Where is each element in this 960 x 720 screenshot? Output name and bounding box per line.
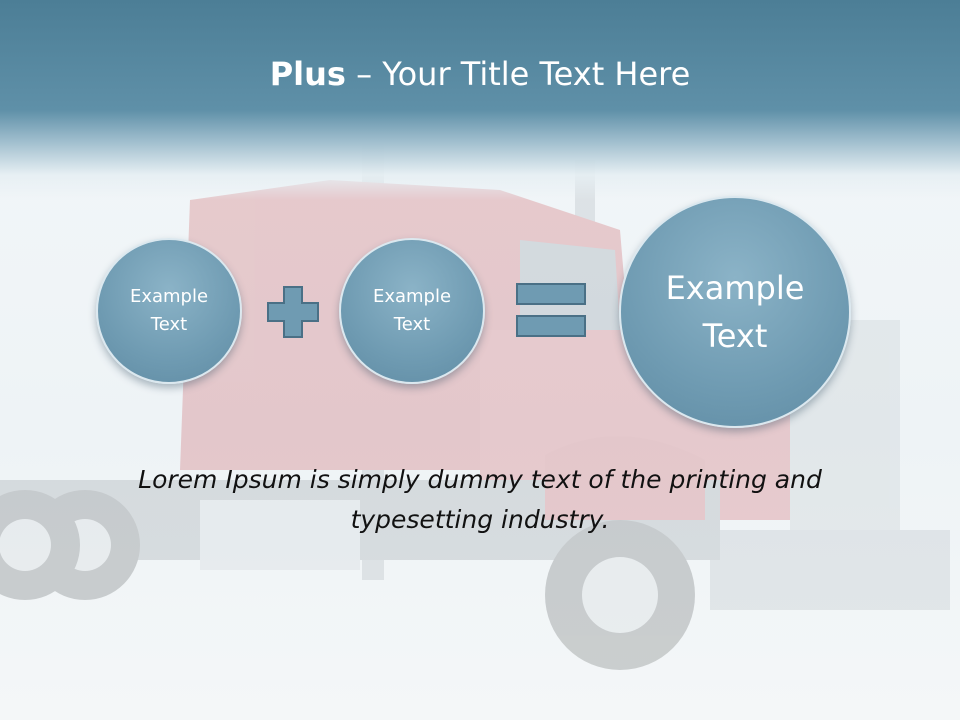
- example-circle-2-text: Example Text: [372, 286, 452, 335]
- body-caption: Lorem Ipsum is simply dummy text of the …: [138, 465, 822, 534]
- example-circle-1-text: Example Text: [129, 286, 209, 335]
- title-banner: [0, 0, 960, 200]
- example-circle-1[interactable]: Example Text: [96, 238, 242, 384]
- equals-icon: [516, 283, 586, 337]
- example-circle-2[interactable]: Example Text: [339, 238, 485, 384]
- result-circle[interactable]: Example Text: [619, 196, 851, 428]
- slide-title: Plus – Your Title Text Here: [269, 55, 691, 93]
- result-circle-text: Example Text: [665, 269, 805, 355]
- plus-icon: [267, 286, 319, 338]
